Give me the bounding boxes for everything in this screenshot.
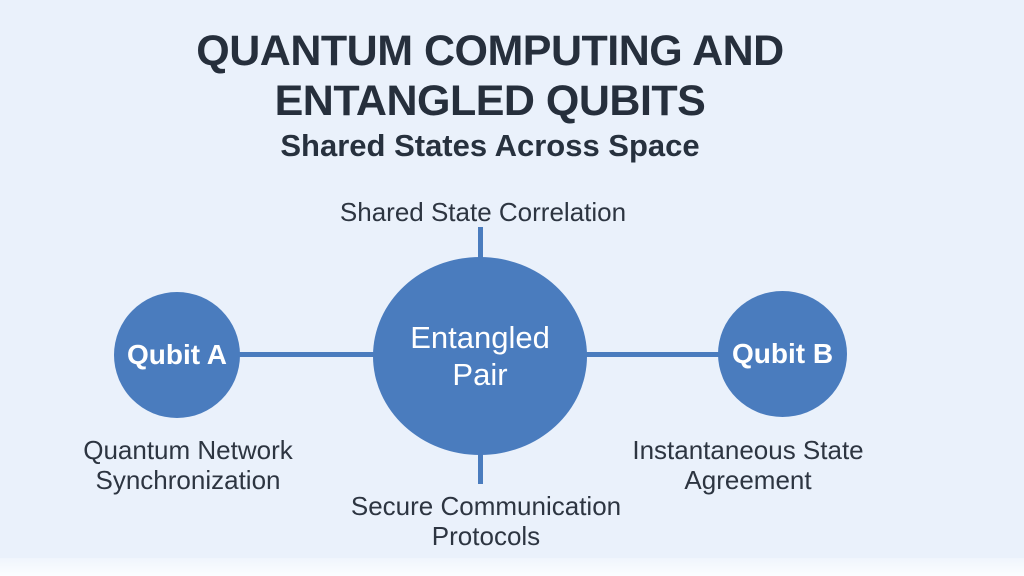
node-qubit-a: Qubit A xyxy=(114,292,240,418)
page-title-line-1: QUANTUM COMPUTING AND xyxy=(196,27,784,75)
page-title-line-2: ENTANGLED QUBITS xyxy=(274,77,706,125)
connector-entangled-pair-to-top-annotation xyxy=(478,227,483,263)
connector-entangled-pair-to-qubit-b xyxy=(584,352,724,357)
page-title: QUANTUM COMPUTING AND ENTANGLED QUBITS xyxy=(0,26,980,126)
bottom-edge-strip xyxy=(0,558,1024,576)
connector-qubit-a-to-entangled-pair xyxy=(232,352,378,357)
annotation-instantaneous-state-agreement: Instantaneous State Agreement xyxy=(632,435,864,495)
node-entangled-pair-label: Entangled Pair xyxy=(410,320,550,392)
node-qubit-b: Qubit B xyxy=(718,291,847,417)
annotation-quantum-network-synchronization: Quantum Network Synchronization xyxy=(83,435,293,495)
node-qubit-b-label: Qubit B xyxy=(731,338,834,369)
node-qubit-a-label: Qubit A xyxy=(126,339,228,370)
node-entangled-pair: Entangled Pair xyxy=(373,257,587,455)
annotation-secure-communication-protocols: Secure Communication Protocols xyxy=(350,491,622,551)
connector-entangled-pair-to-bottom-annotation xyxy=(478,448,483,484)
annotation-shared-state-correlation: Shared State Correlation xyxy=(339,197,627,227)
page-subtitle: Shared States Across Space xyxy=(280,128,700,163)
